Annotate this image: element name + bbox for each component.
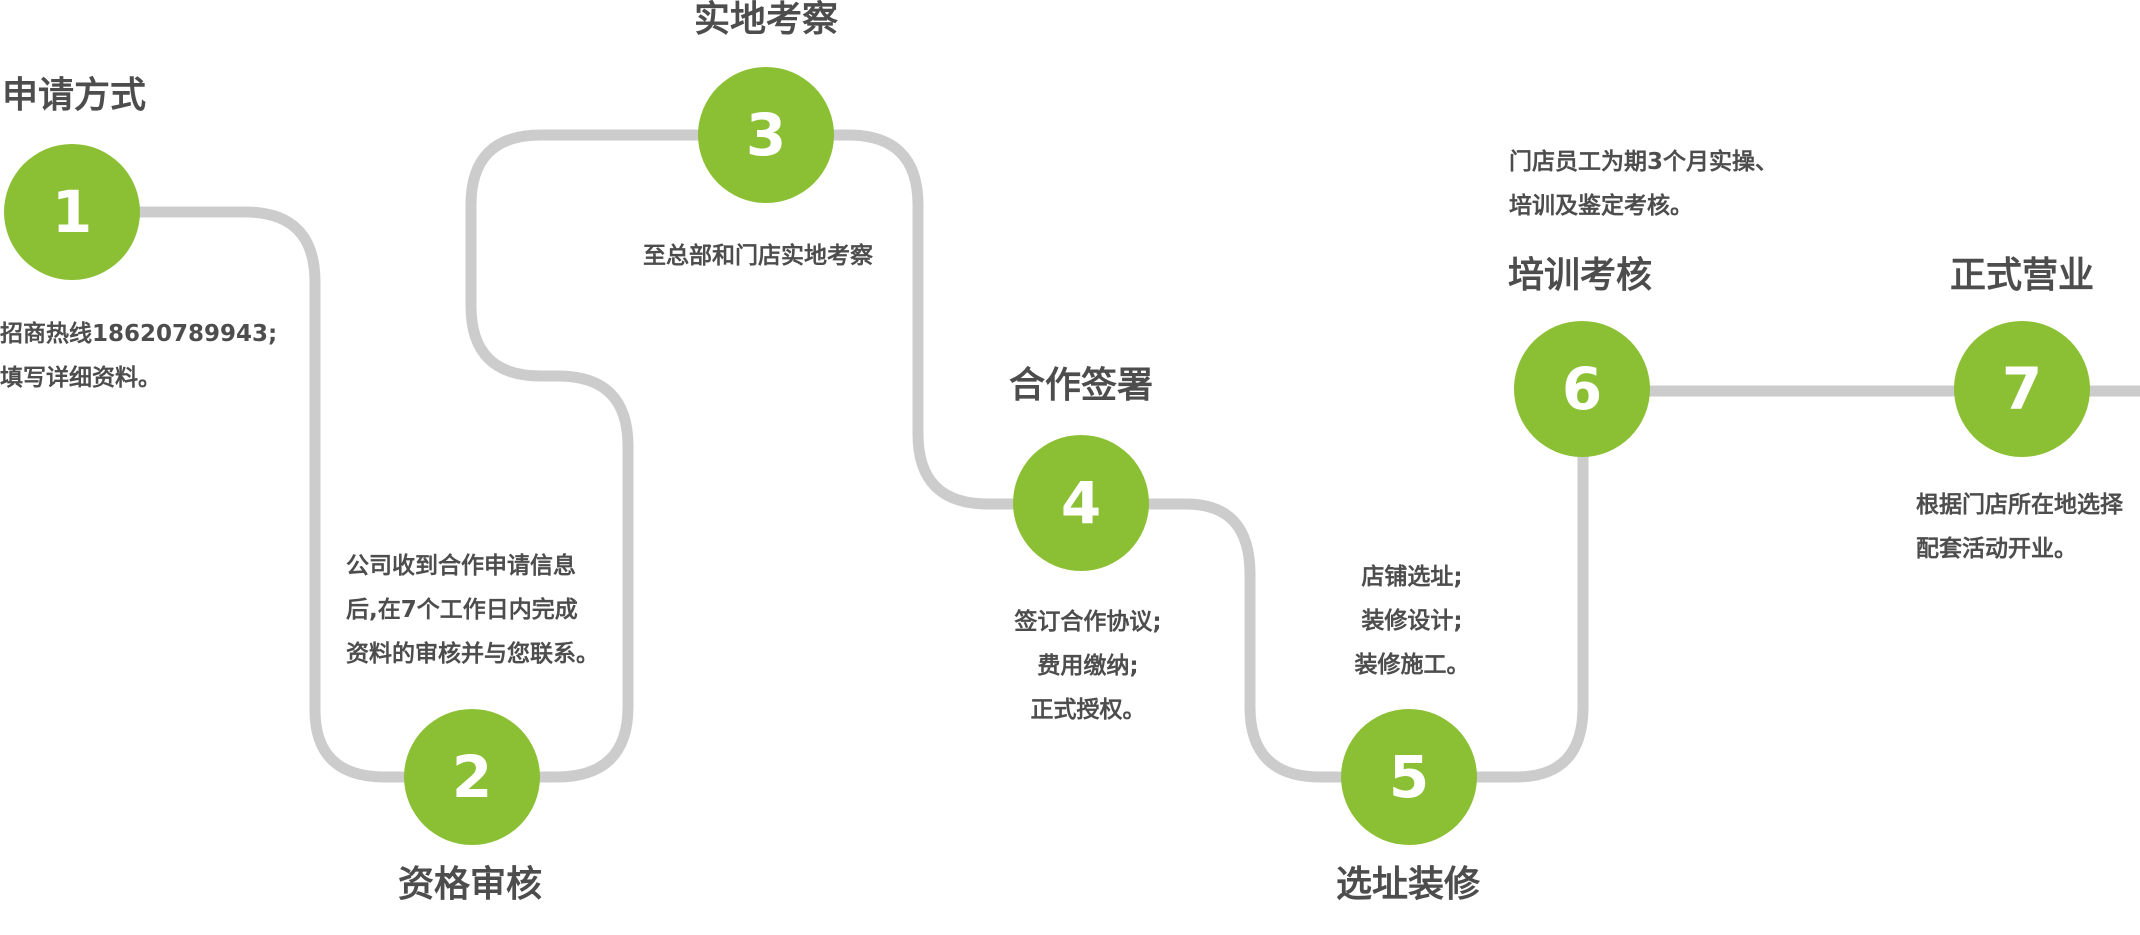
step-2-desc-line: 资料的审核并与您联系。 (346, 641, 599, 667)
step-6-title: 培训考核 (1508, 255, 1653, 296)
step-1-title: 申请方式 (2, 75, 147, 116)
step-1-desc-line: 招商热线18620789943; (0, 321, 278, 347)
step-2-desc-line: 后,在7个工作日内完成 (346, 597, 578, 623)
step-3-circle: 3 (698, 67, 834, 203)
step-2-desc-line: 公司收到合作申请信息 (346, 553, 576, 579)
step-5-desc-line: 店铺选址; (1361, 564, 1463, 590)
step-4-desc-line: 签订合作协议; (1014, 609, 1162, 635)
step-6-desc: 门店员工为期3个月实操、 培训及鉴定考核。 (1509, 140, 1778, 228)
step-2-desc: 公司收到合作申请信息 后,在7个工作日内完成 资料的审核并与您联系。 (346, 544, 599, 676)
step-4-desc-line: 正式授权。 (1030, 697, 1146, 723)
step-6-desc-line: 培训及鉴定考核。 (1509, 193, 1693, 219)
connector-path (72, 129, 2140, 783)
step-7-desc-line: 根据门店所在地选择 (1916, 492, 2123, 518)
step-7-desc: 根据门店所在地选择 配套活动开业。 (1916, 483, 2123, 571)
step-4-desc: 签订合作协议; 费用缴纳; 正式授权。 (1014, 600, 1161, 732)
step-7-desc-line: 配套活动开业。 (1916, 536, 2077, 562)
step-6-circle: 6 (1514, 321, 1650, 457)
step-1-circle: 1 (4, 144, 140, 280)
step-5-desc-line: 装修设计; (1361, 608, 1463, 634)
step-4-circle: 4 (1013, 435, 1149, 571)
step-5-desc: 店铺选址; 装修设计; 装修施工。 (1355, 555, 1470, 687)
step-1-desc-line: 填写详细资料。 (0, 365, 161, 391)
step-1-desc: 招商热线18620789943; 填写详细资料。 (0, 312, 277, 400)
step-7-title: 正式营业 (1950, 255, 2095, 296)
step-5-title: 选址装修 (1335, 864, 1481, 905)
step-5-desc-line: 装修施工。 (1354, 652, 1470, 678)
step-3-desc-line: 至总部和门店实地考察 (643, 243, 873, 269)
step-7-circle: 7 (1954, 321, 2090, 457)
step-3-title: 实地考察 (693, 0, 839, 40)
step-2-title: 资格审核 (397, 864, 543, 905)
step-4-desc-line: 费用缴纳; (1037, 653, 1139, 679)
step-3-desc: 至总部和门店实地考察 (643, 234, 873, 278)
step-2-circle: 2 (404, 709, 540, 845)
step-4-title: 合作签署 (1008, 365, 1154, 406)
step-6-desc-line: 门店员工为期3个月实操、 (1509, 149, 1779, 175)
step-5-circle: 5 (1341, 709, 1477, 845)
